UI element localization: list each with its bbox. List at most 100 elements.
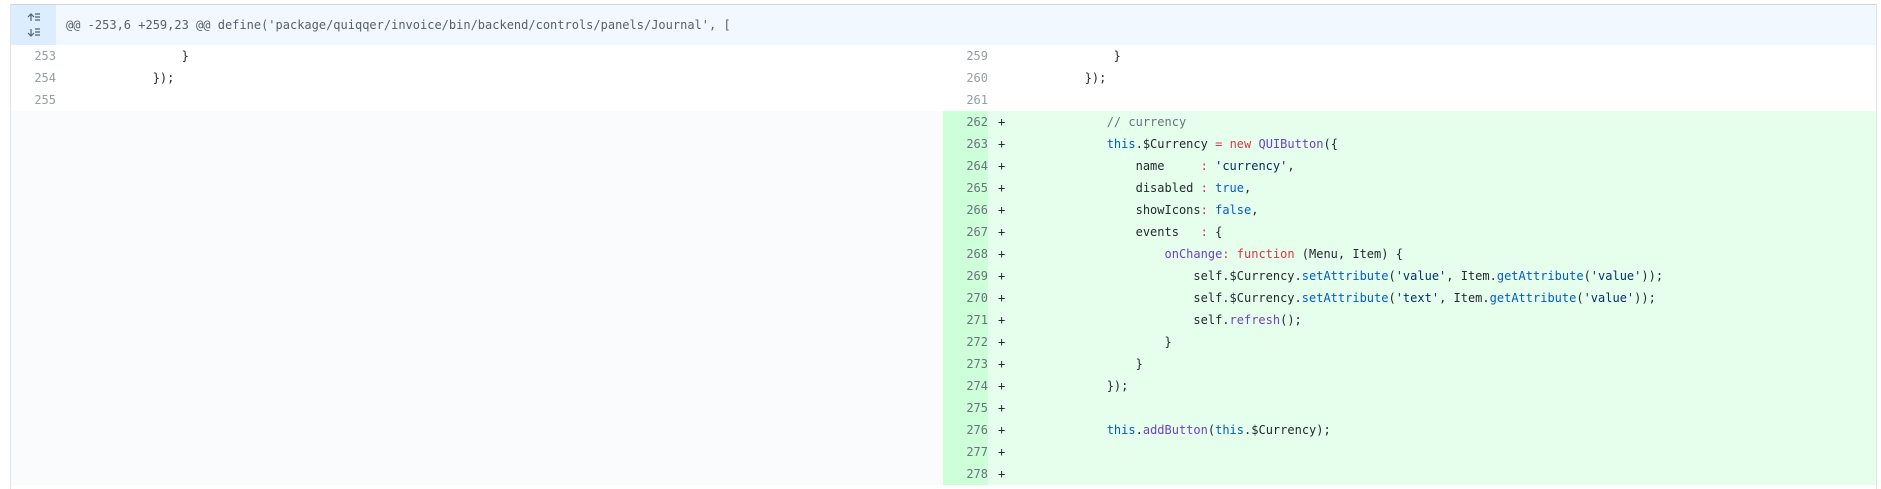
right-line-number-text: 261 bbox=[966, 93, 988, 107]
left-line-number[interactable] bbox=[11, 221, 56, 243]
code-token bbox=[1020, 137, 1107, 151]
code-token: this bbox=[1215, 423, 1245, 437]
right-code-line: + } bbox=[988, 331, 1876, 353]
diff-row: 276+ this.addButton(this.$Currency); bbox=[11, 419, 1876, 441]
right-line-number[interactable]: 274 bbox=[943, 375, 988, 397]
left-line-number[interactable] bbox=[11, 111, 56, 133]
add-marker: + bbox=[998, 203, 1006, 217]
left-line-number[interactable] bbox=[11, 243, 56, 265]
left-line-number[interactable] bbox=[11, 419, 56, 441]
right-line-number[interactable]: 273 bbox=[943, 353, 988, 375]
code-token: )); bbox=[1634, 291, 1656, 305]
right-line-number[interactable]: 270 bbox=[943, 287, 988, 309]
left-code-line bbox=[56, 331, 943, 353]
left-line-number[interactable] bbox=[11, 353, 56, 375]
right-line-number[interactable]: 278 bbox=[943, 463, 988, 485]
left-side bbox=[11, 353, 943, 375]
right-side: 265+ disabled : true, bbox=[943, 177, 1876, 199]
left-line-number[interactable] bbox=[11, 309, 56, 331]
left-line-number[interactable] bbox=[11, 463, 56, 485]
expand-up-icon[interactable] bbox=[27, 13, 41, 22]
right-line-number[interactable]: 263 bbox=[943, 133, 988, 155]
code-token: } bbox=[1020, 357, 1143, 371]
right-side: 278 + bbox=[943, 463, 1876, 485]
right-line-number[interactable]: 260 bbox=[943, 67, 988, 89]
left-line-number[interactable] bbox=[11, 133, 56, 155]
right-line-number[interactable]: 272 bbox=[943, 331, 988, 353]
diff-row: 271+ self.refresh(); bbox=[11, 309, 1876, 331]
right-line-number[interactable]: 261 bbox=[943, 89, 988, 111]
right-line-number[interactable]: 276 bbox=[943, 419, 988, 441]
right-side: 271+ self.refresh(); bbox=[943, 309, 1876, 331]
code-token: , bbox=[1287, 159, 1295, 173]
left-line-number[interactable] bbox=[11, 177, 56, 199]
code-token: )); bbox=[1641, 269, 1664, 283]
right-line-number[interactable]: 267 bbox=[943, 221, 988, 243]
left-line-number[interactable]: 255 bbox=[11, 89, 56, 111]
left-code-line bbox=[56, 397, 943, 419]
code-token: ( bbox=[1388, 291, 1396, 305]
left-line-number[interactable] bbox=[11, 397, 56, 419]
left-line-number[interactable] bbox=[11, 265, 56, 287]
left-line-number[interactable] bbox=[11, 331, 56, 353]
left-line-number[interactable] bbox=[11, 375, 56, 397]
left-line-number[interactable] bbox=[11, 287, 56, 309]
code-token: { bbox=[1207, 225, 1223, 239]
expand-hunk-button[interactable] bbox=[11, 5, 56, 45]
right-line-number[interactable]: 259 bbox=[943, 45, 988, 67]
right-line-number[interactable]: 262 bbox=[943, 111, 988, 133]
diff-row: 264+ name : 'currency', bbox=[11, 155, 1876, 177]
right-line-number[interactable]: 275 bbox=[943, 397, 988, 419]
hunk-header-text: @@ -253,6 +259,23 @@ define('package/qui… bbox=[66, 18, 731, 32]
code-token: , bbox=[1244, 181, 1252, 195]
right-line-number[interactable]: 277 bbox=[943, 441, 988, 463]
right-line-number-text: 272 bbox=[966, 335, 988, 349]
right-line-number[interactable]: 265 bbox=[943, 177, 988, 199]
hunk-header: @@ -253,6 +259,23 @@ define('package/qui… bbox=[11, 5, 1876, 45]
add-marker: + bbox=[998, 137, 1006, 151]
left-line-number[interactable] bbox=[11, 155, 56, 177]
code-token: true bbox=[1215, 181, 1244, 195]
left-side bbox=[11, 133, 943, 155]
add-marker: + bbox=[998, 181, 1006, 195]
left-code-line bbox=[56, 155, 943, 177]
right-line-number[interactable]: 269 bbox=[943, 265, 988, 287]
left-code-line bbox=[56, 221, 943, 243]
right-line-number[interactable]: 268 bbox=[943, 243, 988, 265]
right-side: 260 }); bbox=[943, 67, 1876, 89]
code-token: .$Currency bbox=[1135, 137, 1216, 151]
left-side bbox=[11, 463, 943, 485]
left-line-number[interactable]: 253 bbox=[11, 45, 56, 67]
add-marker: + bbox=[998, 357, 1006, 371]
left-line-number[interactable]: 254 bbox=[11, 67, 56, 89]
code-token: self.$Currency. bbox=[1020, 269, 1302, 283]
right-line-number-text: 268 bbox=[966, 247, 988, 261]
right-line-number[interactable]: 264 bbox=[943, 155, 988, 177]
code-token: setAttribute bbox=[1301, 291, 1389, 305]
right-code-line: + name : 'currency', bbox=[988, 155, 1876, 177]
diff-row: 268+ onChange: function (Menu, Item) { bbox=[11, 243, 1876, 265]
add-marker: + bbox=[998, 467, 1006, 481]
code-token: , bbox=[1251, 203, 1259, 217]
expand-down-icon[interactable] bbox=[27, 28, 41, 37]
code-token: : bbox=[1200, 159, 1208, 173]
right-line-number[interactable]: 271 bbox=[943, 309, 988, 331]
code-token: : bbox=[1222, 247, 1230, 261]
right-line-number-text: 271 bbox=[966, 313, 988, 327]
right-line-number[interactable]: 266 bbox=[943, 199, 988, 221]
right-line-number-text: 278 bbox=[966, 467, 988, 481]
code-token bbox=[1208, 159, 1215, 173]
left-line-number-text: 254 bbox=[34, 71, 56, 85]
left-line-number[interactable] bbox=[11, 199, 56, 221]
code-token: 'text' bbox=[1395, 291, 1440, 305]
left-code-line bbox=[56, 199, 943, 221]
diff-row: 255 261 bbox=[11, 89, 1876, 111]
diff-row: 269+ self.$Currency.setAttribute('value'… bbox=[11, 265, 1876, 287]
right-line-number-text: 277 bbox=[966, 445, 988, 459]
left-line-number[interactable] bbox=[11, 441, 56, 463]
right-code-line: + } bbox=[988, 353, 1876, 375]
add-marker: + bbox=[998, 269, 1006, 283]
left-side bbox=[11, 397, 943, 419]
left-side: 255 bbox=[11, 89, 943, 111]
